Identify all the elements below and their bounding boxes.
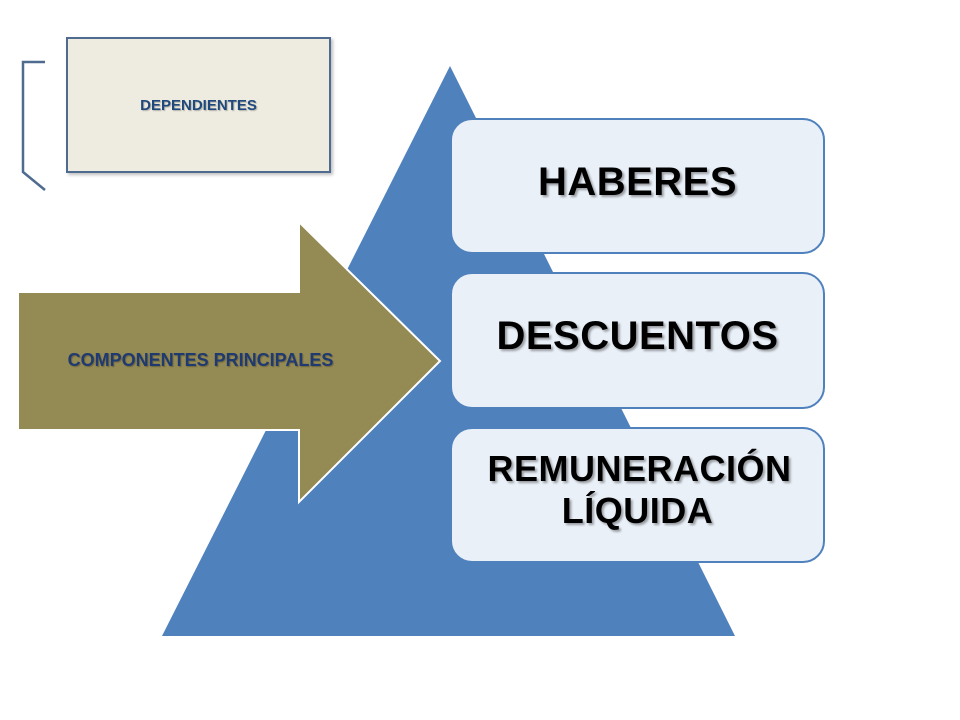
pyramid-level-label: HABERES: [537, 159, 738, 204]
components-arrow-label: COMPONENTES PRINCIPALES: [67, 349, 334, 370]
pyramid-level-remuneracion-liquida: REMUNERACIÓN LÍQUIDA: [450, 427, 825, 563]
pyramid-level-label: REMUNERACIÓN LÍQUIDA: [487, 448, 792, 531]
pyramid-level-label: DESCUENTOS: [496, 314, 779, 358]
dependientes-box: DEPENDIENTES: [66, 37, 331, 173]
dependientes-bracket: [21, 60, 46, 191]
pyramid-level-descuentos: DESCUENTOS: [450, 272, 825, 409]
dependientes-label: DEPENDIENTES: [140, 97, 257, 114]
components-arrow: [17, 219, 442, 505]
pyramid-level-haberes: HABERES: [450, 118, 825, 254]
